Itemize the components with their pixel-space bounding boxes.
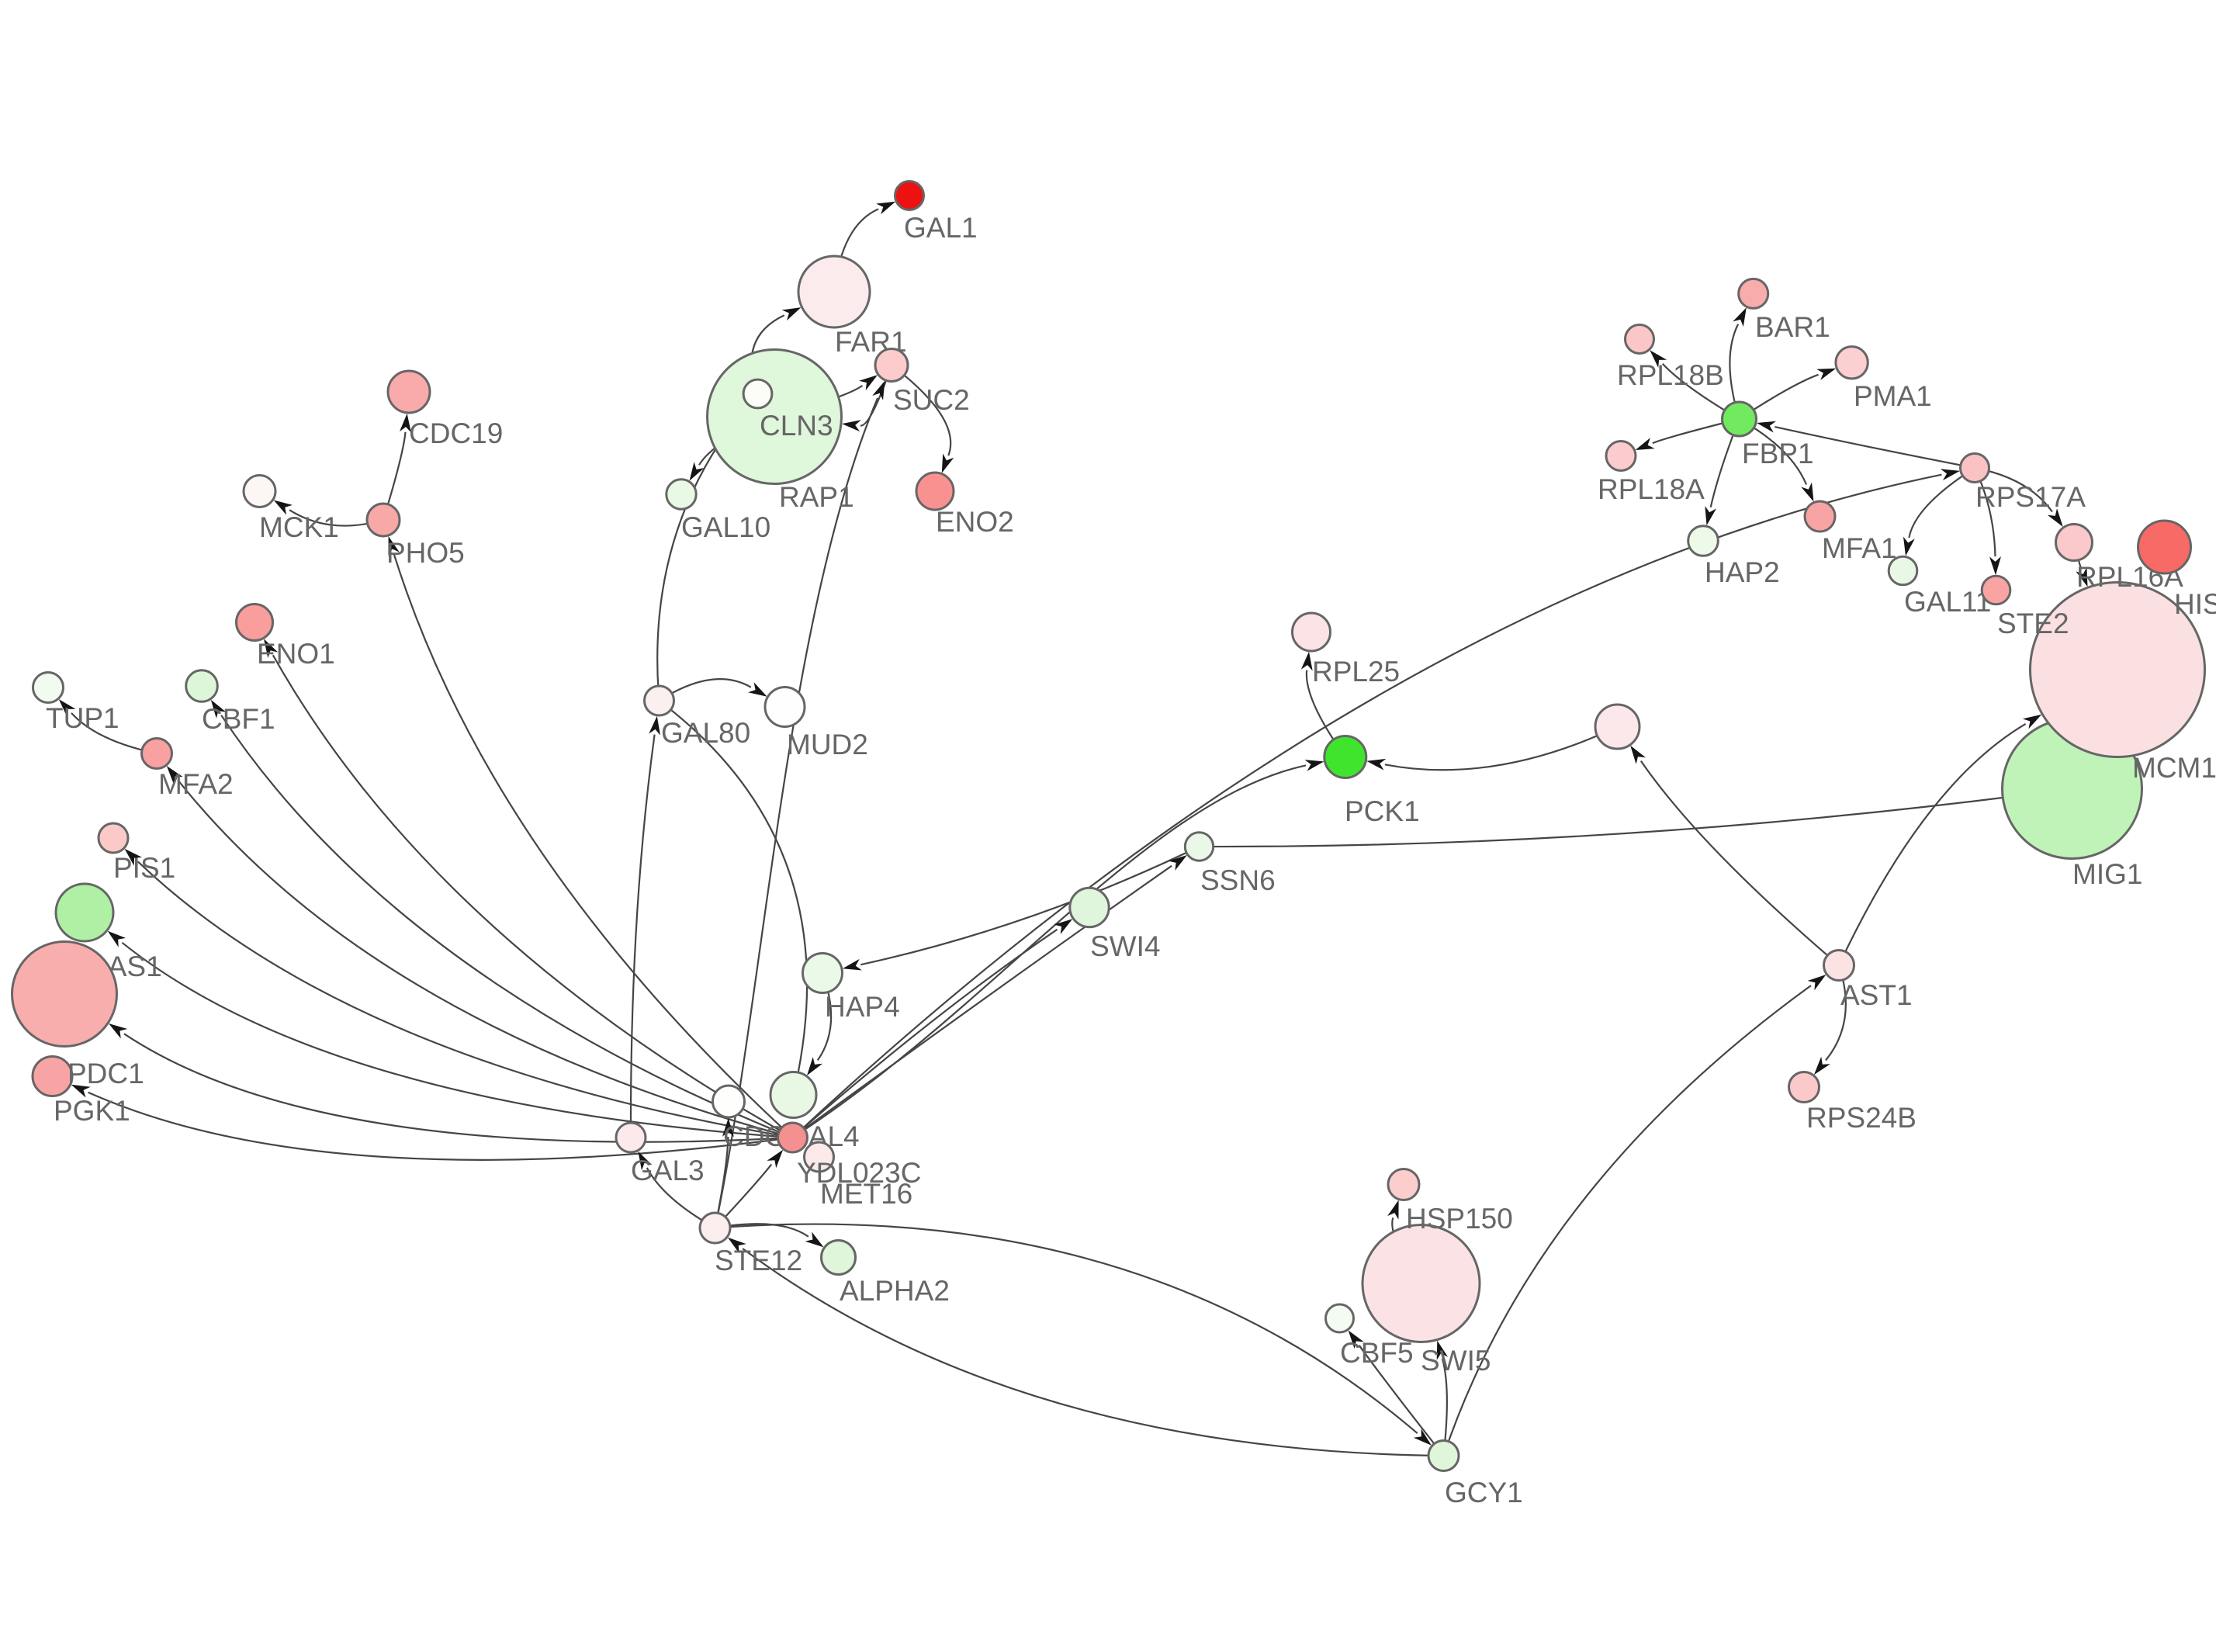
svg-text:RPS24B: RPS24B [1806,1102,1916,1134]
svg-text:CDC19: CDC19 [409,417,503,449]
svg-text:PGK1: PGK1 [54,1095,130,1127]
svg-text:PDC1: PDC1 [68,1058,144,1089]
svg-text:STE12: STE12 [715,1245,802,1276]
svg-text:CLN3: CLN3 [760,410,833,442]
svg-text:PHO5: PHO5 [386,537,465,569]
svg-text:SUC2: SUC2 [893,384,970,416]
svg-text:ALPHA2: ALPHA2 [840,1275,950,1307]
svg-text:ENO1: ENO1 [257,638,335,670]
svg-text:MIG1: MIG1 [2072,858,2142,890]
svg-text:CBF1: CBF1 [202,703,275,735]
svg-text:RPS17A: RPS17A [1975,481,2086,513]
svg-text:TUP1: TUP1 [46,702,119,734]
svg-text:ENO2: ENO2 [936,506,1014,538]
svg-text:MFA2: MFA2 [158,768,234,800]
svg-text:SSN6: SSN6 [1200,864,1276,896]
svg-text:MET16: MET16 [820,1178,912,1210]
svg-text:GAL1: GAL1 [904,212,978,244]
svg-text:PIS1: PIS1 [113,852,175,884]
svg-text:HSP150: HSP150 [1406,1203,1513,1235]
svg-text:MCK1: MCK1 [259,511,339,543]
svg-text:CBF5: CBF5 [1340,1337,1414,1369]
svg-text:GAL11: GAL11 [1904,586,1991,618]
svg-text:HAP4: HAP4 [825,991,900,1023]
svg-text:STE2: STE2 [1997,608,2069,639]
svg-text:YDL023C: YDL023C [797,1157,921,1189]
svg-text:RAP1: RAP1 [779,481,854,513]
svg-text:RPL18A: RPL18A [1598,473,1705,505]
svg-text:GAL3: GAL3 [631,1155,705,1186]
svg-text:FBP1: FBP1 [1742,438,1814,469]
svg-text:GCY1: GCY1 [1445,1477,1523,1508]
svg-text:PCK1: PCK1 [1345,795,1420,827]
svg-text:HAP2: HAP2 [1705,556,1780,588]
svg-text:SWI4: SWI4 [1090,930,1160,962]
svg-text:GAL10: GAL10 [681,511,770,543]
svg-text:GAL80: GAL80 [661,717,750,749]
svg-text:RPL18B: RPL18B [1617,359,1724,391]
svg-text:MFA1: MFA1 [1822,532,1897,564]
svg-text:MUD2: MUD2 [787,729,868,760]
svg-text:RPL25: RPL25 [1312,656,1400,687]
svg-text:BAR1: BAR1 [1755,311,1830,343]
svg-text:PMA1: PMA1 [1854,380,1932,412]
svg-text:AST1: AST1 [1840,979,1913,1011]
svg-text:SWI5: SWI5 [1421,1345,1491,1377]
svg-text:MCM1: MCM1 [2132,752,2216,784]
svg-text:HIS4: HIS4 [2174,588,2216,620]
